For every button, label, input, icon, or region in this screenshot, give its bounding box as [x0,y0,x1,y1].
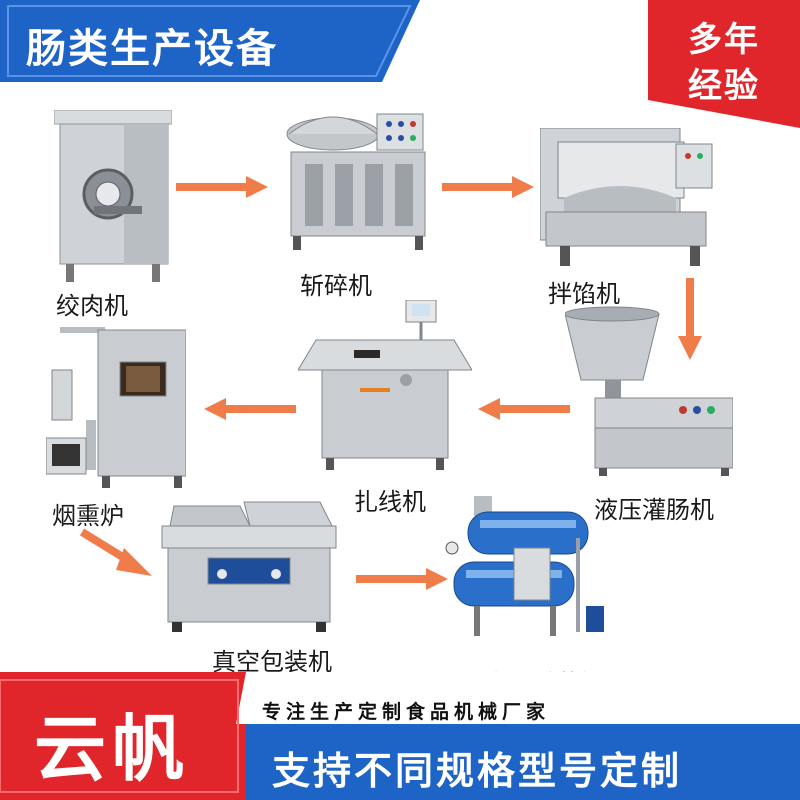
hydraulic-stuffer-image [565,306,733,476]
footer-banner [0,672,800,800]
arrow-chopper-to-mixer [442,176,534,198]
page-title: 肠类生产设备 [26,26,278,72]
smokehouse-image [46,327,186,488]
sterilizer-image [445,496,604,636]
badge-line-2: 经验 [688,66,760,106]
brand-tagline: 专注生产定制食品机械厂家 [262,701,551,723]
arrow-vacuum-to-sterilizer [356,568,448,590]
label-smoker: 烟熏炉 [52,502,124,530]
header-banner [0,0,420,82]
brand-name: 云帆 [34,707,191,791]
stuffing-mixer-image [540,128,713,266]
arrow-tier-to-smoker [204,398,296,420]
label-vacuum-packer: 真空包装机 [212,648,332,676]
arrow-mixer-to-stuffer [678,278,702,360]
bowl-chopper-image [286,113,426,250]
label-meat-grinder: 绞肉机 [56,292,128,320]
label-tying-machine: 扎线机 [354,488,426,516]
badge-line-1: 多年 [688,20,760,60]
label-hydraulic-stuffer: 液压灌肠机 [594,496,714,524]
vacuum-packer-image [161,501,337,632]
customization-slogan: 支持不同规格型号定制 [272,749,683,793]
label-mixer: 拌馅机 [548,280,620,308]
label-chopper: 斩碎机 [300,272,372,300]
arrow-smoker-to-vacuum [79,528,152,576]
sausage-tying-machine-image [298,300,472,470]
arrow-grinder-to-chopper [176,176,268,198]
meat-grinder-image [54,110,172,282]
arrow-stuffer-to-tier [478,398,570,420]
experience-badge [648,0,800,128]
